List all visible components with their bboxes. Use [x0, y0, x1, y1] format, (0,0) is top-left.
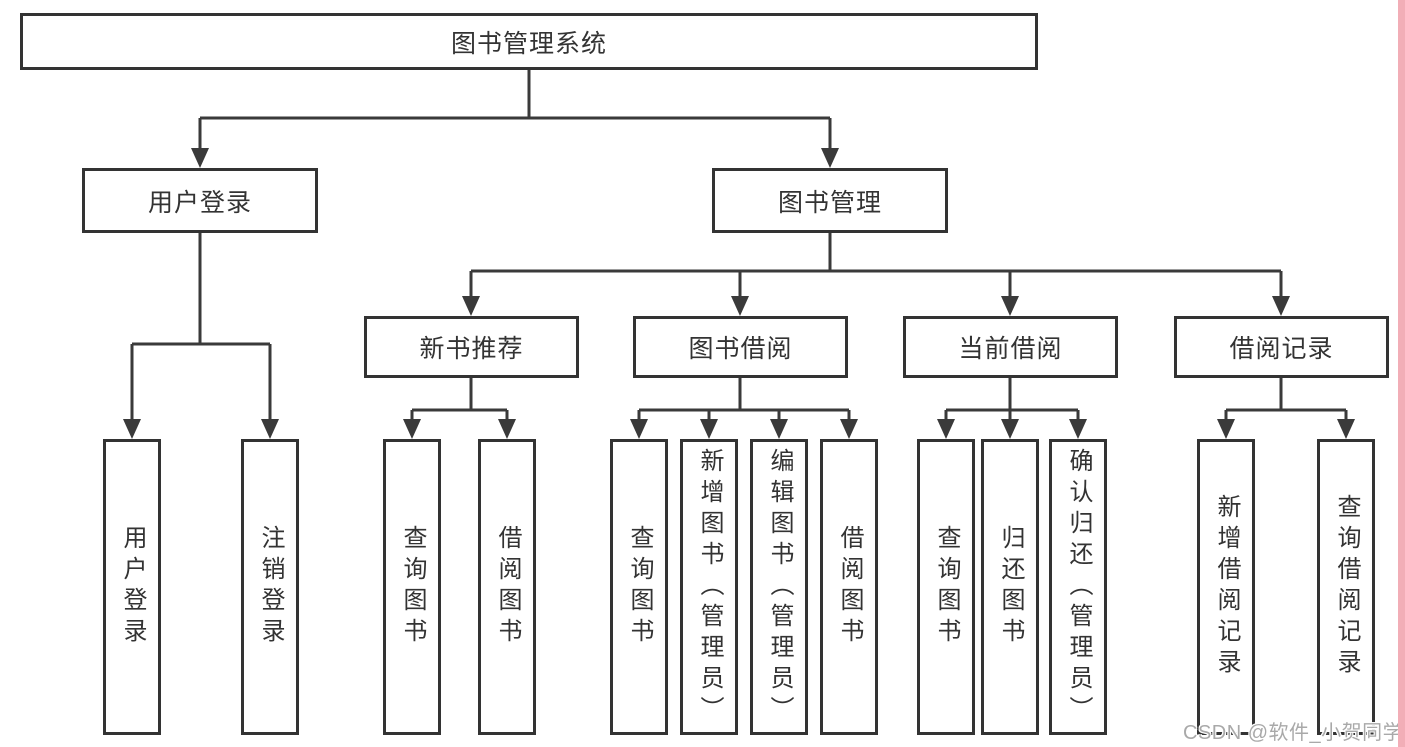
leaf-borrow-books-recommend: 借阅图书	[478, 439, 536, 735]
node-label: 借阅记录	[1229, 335, 1334, 363]
leaf-label: 归还图书	[997, 525, 1024, 649]
node-library-management-system: 图书管理系统	[20, 13, 1038, 70]
leaf-add-books-admin: 新增图书（管理员）	[680, 439, 738, 735]
node-book-borrowing: 图书借阅	[633, 316, 848, 378]
leaf-label: 借阅图书	[494, 525, 521, 649]
leaf-label: 确认归还（管理员）	[1065, 447, 1092, 727]
leaf-label: 查询图书	[933, 525, 960, 649]
node-borrowing-records: 借阅记录	[1174, 316, 1389, 378]
node-label: 图书借阅	[688, 335, 793, 363]
leaf-label: 注销登录	[257, 525, 284, 649]
leaf-borrow-books: 借阅图书	[820, 439, 878, 735]
csdn-watermark: CSDN @软件_小贺同学	[1183, 722, 1404, 744]
leaf-label: 新增图书（管理员）	[696, 447, 723, 727]
node-user-login: 用户登录	[82, 168, 318, 233]
leaf-confirm-return-admin: 确认归还（管理员）	[1049, 439, 1107, 735]
node-label: 图书管理系统	[450, 29, 607, 58]
leaf-add-borrow-record: 新增借阅记录	[1197, 439, 1255, 735]
leaf-query-borrow-record: 查询借阅记录	[1317, 439, 1375, 735]
node-label: 用户登录	[147, 188, 252, 217]
leaf-edit-books-admin: 编辑图书（管理员）	[750, 439, 808, 735]
node-label: 新书推荐	[419, 335, 524, 363]
leaf-label: 查询图书	[399, 525, 426, 649]
node-label: 当前借阅	[958, 335, 1063, 363]
leaf-label: 编辑图书（管理员）	[766, 447, 793, 727]
leaf-label: 借阅图书	[836, 525, 863, 649]
leaf-query-books-current: 查询图书	[917, 439, 975, 735]
node-current-borrowing: 当前借阅	[903, 316, 1118, 378]
right-edge-pink-strip	[1398, 0, 1405, 747]
leaf-label: 查询图书	[626, 525, 653, 649]
leaf-logout: 注销登录	[241, 439, 299, 735]
leaf-user-login: 用户登录	[103, 439, 161, 735]
leaf-return-books: 归还图书	[981, 439, 1039, 735]
node-new-book-recommend: 新书推荐	[364, 316, 579, 378]
leaf-query-books-borrow: 查询图书	[610, 439, 668, 735]
leaf-label: 查询借阅记录	[1333, 494, 1360, 680]
node-book-management: 图书管理	[712, 168, 948, 233]
node-label: 图书管理	[777, 188, 882, 217]
leaf-query-books-recommend: 查询图书	[383, 439, 441, 735]
leaf-label: 用户登录	[119, 525, 146, 649]
leaf-label: 新增借阅记录	[1213, 494, 1240, 680]
